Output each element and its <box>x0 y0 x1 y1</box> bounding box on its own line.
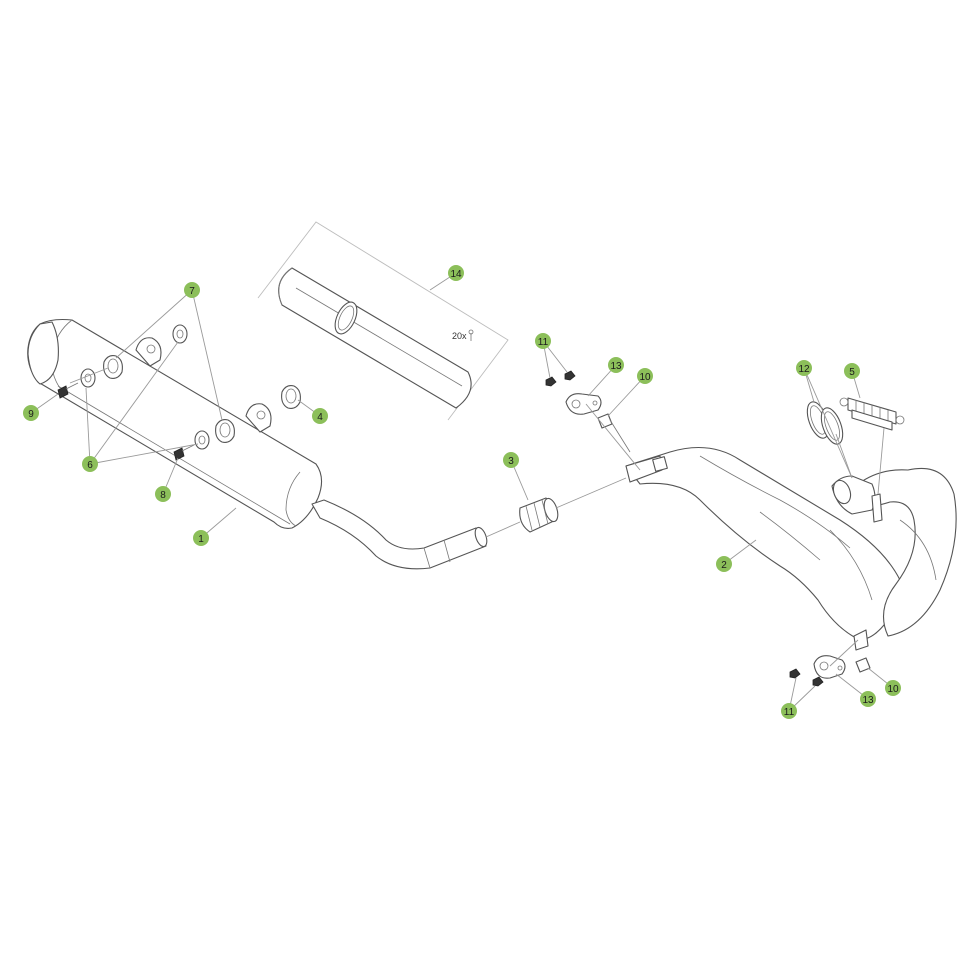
callout-9-label: 9 <box>28 409 34 420</box>
callout-13-lower[interactable]: 13 <box>860 691 876 707</box>
header-pipe <box>625 447 957 651</box>
callout-5-label: 5 <box>849 367 855 378</box>
callout-14[interactable]: 14 <box>448 265 464 281</box>
callout-12[interactable]: 12 <box>796 360 812 376</box>
bracket-13-lower <box>813 655 846 679</box>
callout-11-lower[interactable]: 11 <box>781 703 797 719</box>
callout-10-lower-label: 10 <box>887 684 899 695</box>
callout-5[interactable]: 5 <box>844 363 860 379</box>
bolt-9 <box>57 382 79 399</box>
callout-11-lower-label: 11 <box>784 707 795 718</box>
silencer-packing-tube <box>278 267 472 409</box>
callout-10-upper-label: 10 <box>639 372 651 383</box>
callout-1[interactable]: 1 <box>193 530 209 546</box>
rivet-icon <box>468 329 474 341</box>
callout-10-lower[interactable]: 10 <box>885 680 901 696</box>
callout-13-upper-label: 13 <box>610 361 622 372</box>
callout-8[interactable]: 8 <box>155 486 171 502</box>
callout-12-label: 12 <box>798 364 810 375</box>
bolt-8 <box>173 444 195 461</box>
nut-11-upper-a <box>545 376 557 387</box>
callout-7-label: 7 <box>189 286 195 297</box>
callout-11-upper-label: 11 <box>538 337 549 348</box>
callout-2-label: 2 <box>721 560 727 571</box>
kit-quantity-note: 20x <box>452 331 467 341</box>
packing-kit-frame <box>257 221 509 421</box>
rubber-grommet-top <box>103 355 123 379</box>
callout-13-upper[interactable]: 13 <box>608 357 624 373</box>
exhaust-seal <box>519 497 559 533</box>
callout-6[interactable]: 6 <box>82 456 98 472</box>
clip-nut-10-lower <box>855 657 871 673</box>
clip-nut-10-upper <box>597 413 631 453</box>
callout-11-upper[interactable]: 11 <box>535 333 551 349</box>
callout-3-label: 3 <box>508 456 514 467</box>
silencer-body <box>27 318 323 529</box>
exhaust-spring-pair <box>839 397 905 431</box>
callout-6-label: 6 <box>87 460 93 471</box>
washer-sleeve-c <box>194 430 210 450</box>
callout-14-label: 14 <box>450 269 462 280</box>
rubber-grommet-right <box>281 385 301 409</box>
callout-4-label: 4 <box>317 412 323 423</box>
callout-2[interactable]: 2 <box>716 556 732 572</box>
callout-9[interactable]: 9 <box>23 405 39 421</box>
callout-7[interactable]: 7 <box>184 282 200 298</box>
callout-3[interactable]: 3 <box>503 452 519 468</box>
o-ring-pair <box>806 401 844 445</box>
callout-13-lower-label: 13 <box>862 695 874 706</box>
callout-4[interactable]: 4 <box>312 408 328 424</box>
callout-10-upper[interactable]: 10 <box>637 368 653 384</box>
rubber-grommet-mid <box>215 419 235 443</box>
callout-8-label: 8 <box>160 490 166 501</box>
nut-11-upper-b <box>564 370 576 381</box>
bracket-13-upper <box>565 393 602 415</box>
link-pipe <box>311 499 488 570</box>
callout-1-label: 1 <box>198 534 204 545</box>
nut-11-lower-a <box>789 668 801 679</box>
washer-sleeve-b <box>172 324 188 344</box>
nut-11-lower-b <box>812 676 824 687</box>
washer-sleeve-a <box>80 368 96 388</box>
assembly-lines <box>69 367 885 667</box>
